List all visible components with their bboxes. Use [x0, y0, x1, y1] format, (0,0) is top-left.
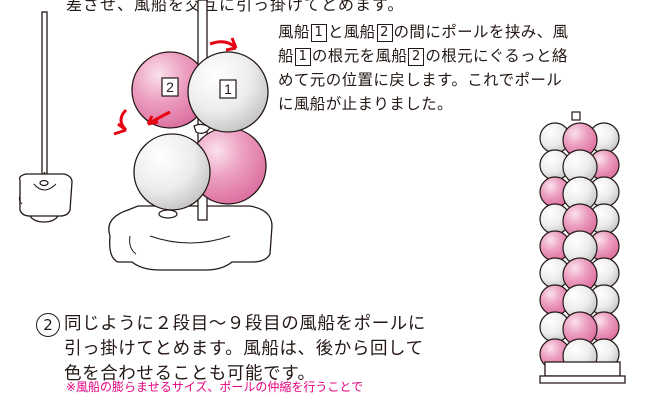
- balloon-number-box: 1: [294, 48, 311, 66]
- balloon-assembly-icon: 2 1: [108, 0, 273, 271]
- balloon-label-1: 1: [224, 81, 232, 97]
- step1-line-4: に風船が止まりました。: [278, 95, 453, 113]
- step2-note: ※風船の膨らませるサイズ、ポールの仲縮を行うことで: [66, 380, 363, 394]
- balloon-label-1-box: [219, 79, 237, 99]
- step1-line-3: めて元の位置に戻します。これでポール: [278, 71, 563, 89]
- step2-line-1: 同じように２段目～９段目の風船をポールに: [64, 314, 426, 334]
- balloon-number-box: 1: [310, 24, 327, 42]
- pole-stand-icon: [18, 11, 73, 223]
- balloon-number-box: 2: [408, 48, 425, 66]
- header-instruction-text: 差させ、風船を交互に引っ掛けてとめます。: [66, 0, 405, 14]
- balloon-label-2-box: [161, 77, 179, 97]
- step2-line-2: 引っ掛けてとめます。風船は、後から回して: [64, 339, 424, 359]
- step2-number: 2: [36, 313, 60, 337]
- step2-line-3: 色を合わせることも可能です。: [64, 364, 316, 384]
- balloon-label-2: 2: [166, 79, 174, 95]
- balloon-column-icon: [539, 111, 626, 384]
- balloon-number-box: 2: [376, 24, 393, 42]
